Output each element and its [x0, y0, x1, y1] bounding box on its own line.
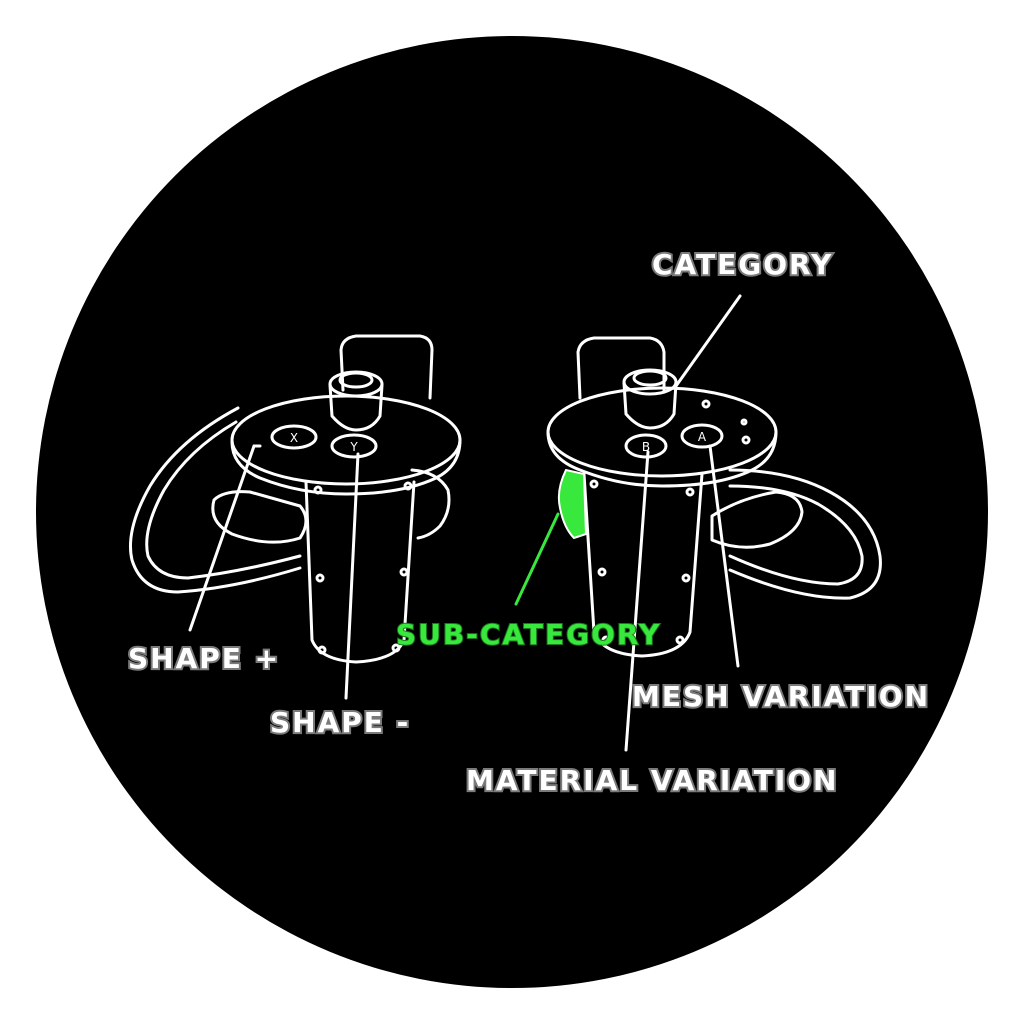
vr-controller-left-icon: [128, 334, 462, 664]
mesh-variation-leader-line: [708, 444, 740, 668]
sub-category-label: SUB-CATEGORY: [396, 618, 661, 651]
material-variation-leader-line: [624, 450, 650, 752]
shape-plus-label: SHAPE +: [128, 642, 280, 675]
button-y-label: Y: [349, 440, 358, 454]
button-a-label: A: [698, 430, 707, 444]
button-x-label: X: [290, 431, 298, 445]
button-b-label: B: [642, 440, 650, 454]
sub-category-grip-highlight: [557, 468, 588, 540]
material-variation-label: MATERIAL VARIATION: [466, 764, 839, 797]
category-label: CATEGORY: [652, 248, 833, 281]
shape-plus-leader-line: [188, 444, 262, 632]
background-circle: [36, 36, 988, 988]
category-leader-line: [674, 294, 742, 388]
shape-minus-leader-line: [344, 452, 360, 700]
shape-minus-label: SHAPE -: [270, 706, 410, 739]
sub-category-leader-line: [514, 512, 560, 606]
mesh-variation-label: MESH VARIATION: [632, 680, 930, 713]
vr-controller-right-icon: [546, 336, 882, 658]
